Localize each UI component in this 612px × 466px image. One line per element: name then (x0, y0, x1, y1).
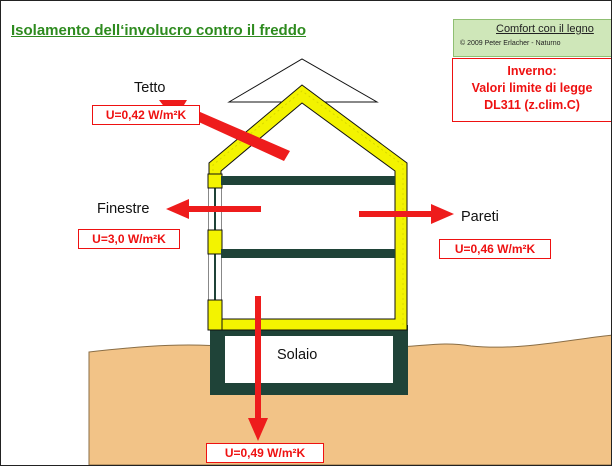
season-box: Inverno: Valori limite di legge DL311 (z… (452, 58, 611, 122)
credit-title: Comfort con il legno (496, 23, 594, 35)
floor-arrow-shaft (255, 296, 261, 421)
season-line-3: DL311 (z.clim.C) (484, 98, 580, 112)
floor-label: Solaio (277, 347, 318, 363)
window-lower (207, 299, 223, 331)
windows-u-value: U=3,0 W/m²K (78, 229, 180, 249)
credit-box: Comfort con il legno © 2009 Peter Erlach… (453, 19, 611, 57)
basement-interior (225, 336, 393, 383)
roof-label: Tetto (134, 80, 166, 96)
season-line-2: Valori limite di legge (471, 81, 593, 95)
floor-arrow-head (248, 418, 268, 441)
credit-subtitle: © 2009 Peter Erlacher - Naturno (460, 40, 561, 47)
window-middle (207, 229, 223, 255)
windows-arrow-head (166, 199, 189, 219)
floor-u-value: U=0,49 W/m²K (206, 443, 324, 463)
slide-title: Isolamento dell‘involucro contro il fred… (11, 22, 307, 39)
floor-slab-upper (221, 176, 395, 185)
window-upper (207, 173, 223, 189)
roof-u-value: U=0,42 W/m²K (92, 105, 200, 125)
walls-label: Pareti (461, 209, 499, 225)
walls-u-value: U=0,46 W/m²K (439, 239, 551, 259)
windows-label: Finestre (97, 201, 150, 217)
season-line-1: Inverno: (507, 64, 557, 78)
windows-arrow-shaft (186, 206, 261, 212)
walls-arrow-head (431, 204, 454, 224)
floor-slab-middle (221, 249, 395, 258)
walls-arrow-shaft (359, 211, 434, 217)
